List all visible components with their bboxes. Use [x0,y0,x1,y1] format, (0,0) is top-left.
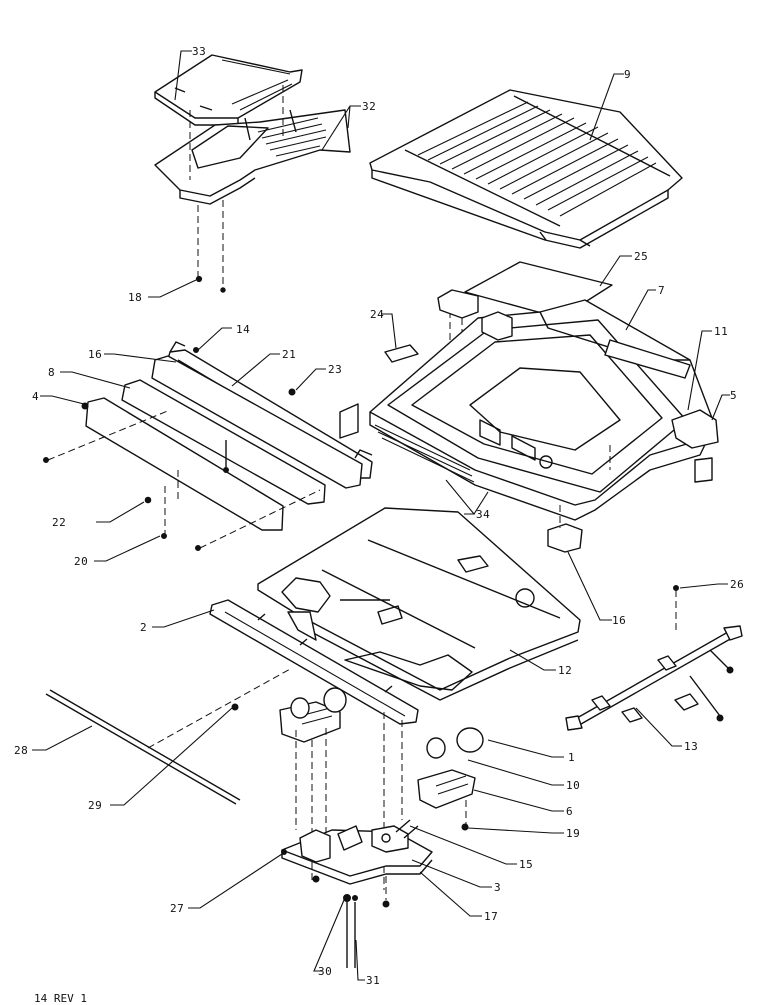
screws-lower [281,823,469,968]
control-housing-assembly [281,819,433,885]
callout-24: 24 [370,308,384,321]
screw-20 [195,545,201,551]
part-32-tray-frame [154,109,351,205]
callout-18: 18 [128,291,142,304]
lamp-socket-left [279,687,347,743]
callout-8: 8 [48,366,55,379]
part-28-rod [45,689,241,805]
part-12-base-plate [257,507,581,701]
callout-31: 31 [366,974,380,987]
callout-3: 3 [494,881,501,894]
callout-17: 17 [484,910,498,923]
callout-2: 2 [140,621,147,634]
part-2-bracket-rail [209,599,419,725]
part-33-cover-plate [154,54,303,126]
callout-22: 22 [52,516,66,529]
leader-lines [32,50,730,981]
callout-4: 4 [32,390,39,403]
revision-code: 14 REV 1 [34,992,87,1005]
callout-27: 27 [170,902,184,915]
callout-26: 26 [730,578,744,591]
housing-assembly [369,289,719,553]
callout-9: 9 [624,68,631,81]
callout-11: 11 [714,325,728,338]
callout-32: 32 [362,100,376,113]
callout-13: 13 [684,740,698,753]
screw-26 [673,585,679,591]
callout-30: 30 [318,965,332,978]
callout-28: 28 [14,744,28,757]
callout-19: 19 [566,827,580,840]
callout-5: 5 [730,389,737,402]
part-9-shelf-top [369,89,683,249]
callout-10: 10 [566,779,580,792]
screw-22 [144,496,152,504]
screw-4 [43,457,49,463]
part-18-screws [195,275,226,293]
part-24-label [384,344,419,363]
callout-34: 34 [476,508,490,521]
callout-labels: 33 32 9 18 25 7 14 24 16 21 23 11 8 4 5 … [14,45,744,987]
screw-29 [231,703,239,711]
callout-1: 1 [568,751,575,764]
callout-14: 14 [236,323,250,336]
callout-16-top: 16 [88,348,102,361]
callout-20: 20 [74,555,88,568]
callout-25: 25 [634,250,648,263]
callout-7: 7 [658,284,665,297]
part-13-wire-harness [565,625,743,731]
callout-23: 23 [328,363,342,376]
callout-21: 21 [282,348,296,361]
callout-33: 33 [192,45,206,58]
screw-20b [161,533,167,539]
callout-16-bottom: 16 [612,614,626,627]
callout-15: 15 [519,858,533,871]
lamp-socket-right [417,727,484,809]
callout-12: 12 [558,664,572,677]
callout-6: 6 [566,805,573,818]
callout-29: 29 [88,799,102,812]
trim-strip-assembly [81,341,373,531]
